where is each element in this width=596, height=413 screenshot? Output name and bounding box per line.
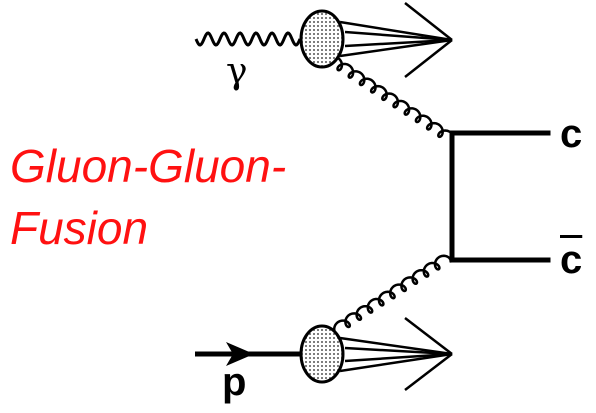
proton-vertex-blob	[299, 324, 345, 384]
proton-line	[195, 342, 308, 366]
proton-arrow-icon	[226, 342, 254, 366]
anticharm-label: c	[560, 238, 583, 282]
photon-vertex-blob	[299, 9, 345, 69]
proton-remnant-jet	[339, 317, 453, 391]
photon-remnant-jet	[339, 2, 453, 78]
gluon-line-top	[336, 56, 451, 139]
photon-line	[194, 31, 302, 47]
photon-label: γ	[226, 51, 248, 92]
gluon-line-bottom	[332, 254, 452, 336]
charm-label: c	[560, 112, 583, 156]
diagram-title-line-1: Gluon-Gluon-	[10, 140, 287, 192]
proton-label: p	[222, 360, 247, 404]
diagram-title-line-2: Fusion	[10, 202, 149, 254]
quark-lines	[449, 130, 551, 263]
